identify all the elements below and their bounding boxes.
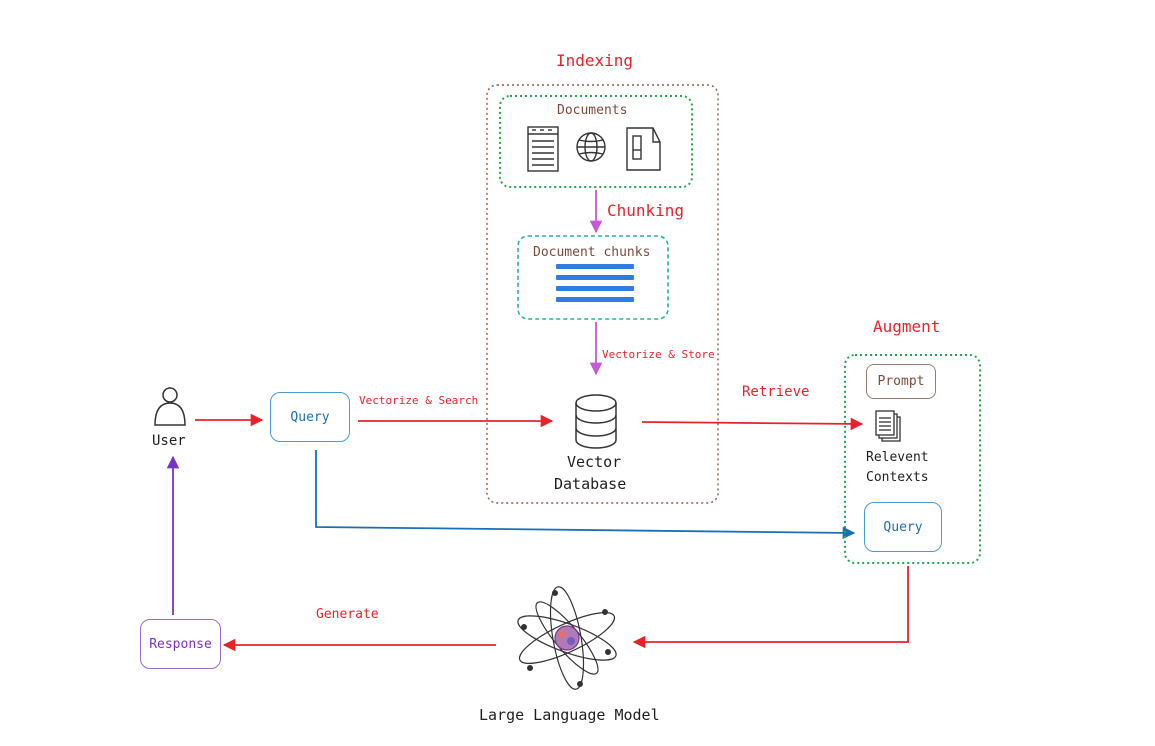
vector-db-label-line2: Database (554, 475, 627, 493)
document-lines-icon (527, 126, 559, 172)
user-label: User (152, 433, 186, 449)
documents-label: Documents (557, 103, 628, 118)
query-box: Query (270, 392, 350, 442)
chunking-title: Chunking (607, 201, 685, 220)
chunk-bar (556, 297, 634, 302)
chunk-bar (556, 286, 634, 291)
chunk-bars (556, 264, 634, 302)
query-label: Query (290, 409, 330, 425)
vector-db-label-line1: Vector (567, 453, 622, 471)
vectorize-store-label: Vectorize & Store (602, 348, 715, 361)
llm-label: Large Language Model (479, 706, 660, 724)
augment-query-box: Query (864, 502, 942, 552)
prompt-box: Prompt (866, 364, 936, 399)
query-to-augment-query-arrow (315, 450, 856, 540)
augment-query-label: Query (883, 519, 923, 535)
document-chunks-label: Document chunks (533, 245, 651, 260)
stacked-documents-icon (875, 410, 901, 442)
globe-icon (576, 132, 606, 162)
relevant-contexts-line1: Relevent (866, 450, 929, 465)
db-to-augment-arrow (641, 417, 864, 431)
indexing-title: Indexing (556, 51, 634, 70)
atom-icon (517, 586, 617, 690)
augment-to-llm-arrow (632, 566, 909, 649)
vectorize-search-label: Vectorize & Search (359, 394, 479, 407)
augment-title: Augment (873, 317, 941, 336)
augment-container (844, 354, 981, 564)
relevant-contexts-line2: Contexts (866, 470, 929, 485)
chunk-bar (556, 264, 634, 269)
database-icon (575, 394, 617, 449)
user-icon (154, 387, 186, 426)
chunk-bar (556, 275, 634, 280)
response-label: Response (149, 636, 212, 652)
prompt-label: Prompt (877, 374, 925, 389)
file-icon (626, 127, 661, 171)
generate-label: Generate (316, 607, 379, 622)
retrieve-label: Retrieve (742, 384, 810, 400)
indexing-container (486, 84, 719, 504)
response-box: Response (140, 619, 221, 669)
